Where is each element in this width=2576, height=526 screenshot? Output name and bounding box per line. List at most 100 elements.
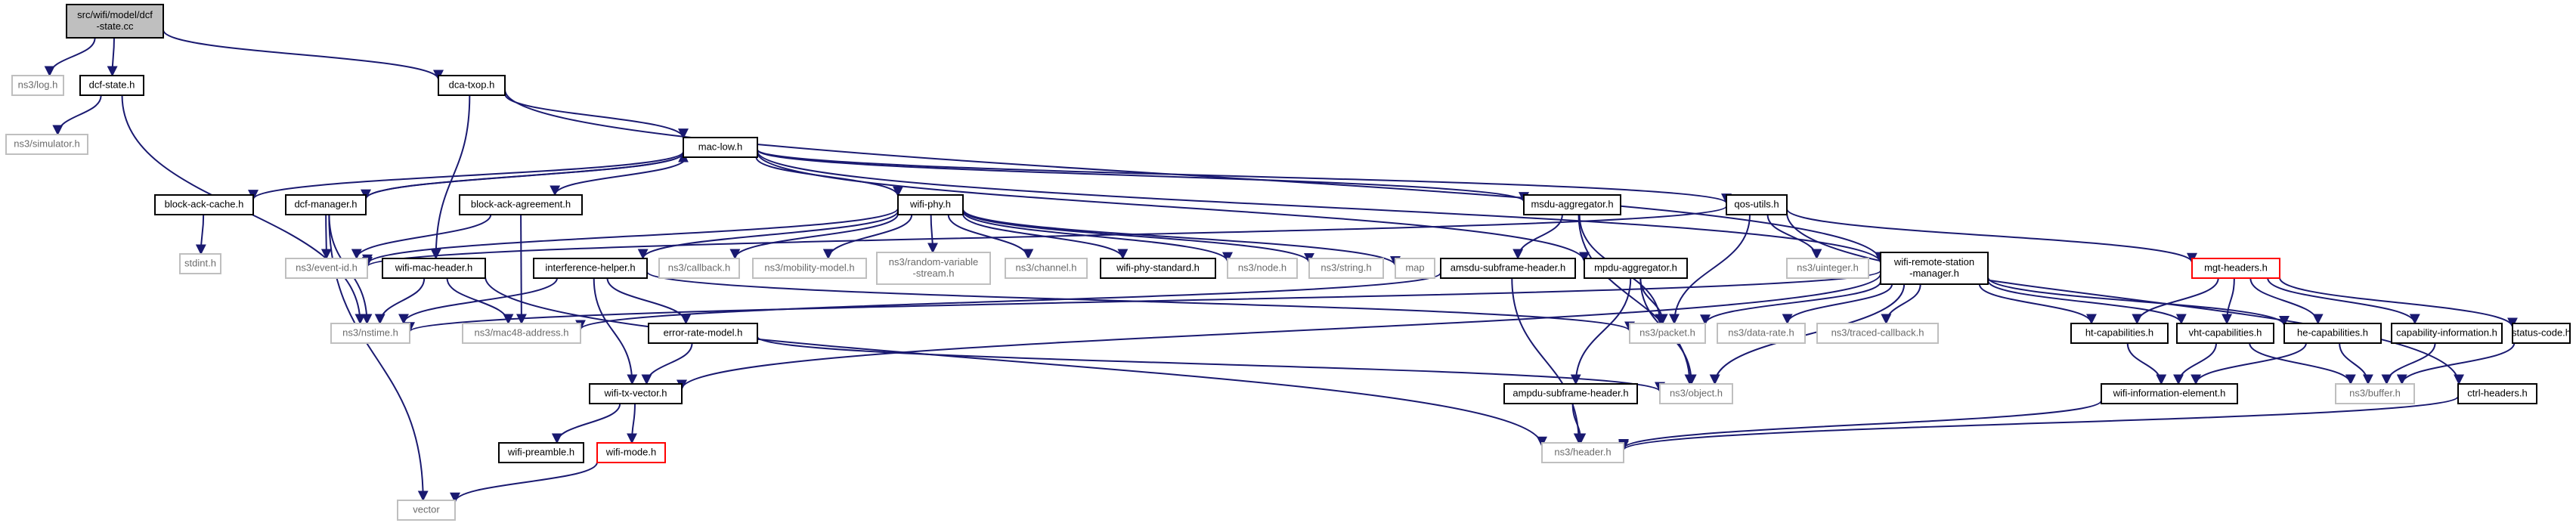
edge-errorratemodel-to-wifitxvector <box>641 342 693 385</box>
node-wifiinfoelement[interactable]: wifi-information-element.h <box>2101 383 2238 404</box>
edge-wifiremote-to-wifitxvector <box>677 273 1881 391</box>
node-box <box>79 75 144 96</box>
node-ampdusubframeheader[interactable]: ampdu-subframe-header.h <box>1503 383 1638 404</box>
node-label: -state.cc <box>96 20 134 32</box>
node-label: ns3/channel.h <box>1016 261 1077 273</box>
edge-dcfstate-to-simulator <box>52 94 102 136</box>
node-box <box>66 4 164 39</box>
edge-wifiphy-to-callback <box>729 213 899 260</box>
node-box <box>876 252 991 285</box>
edge-maclow-to-blockackagreement <box>550 156 687 196</box>
node-label: ns3/node.h <box>1238 261 1286 273</box>
node-label: -stream.h <box>913 268 955 279</box>
node-label: msdu-aggregator.h <box>1531 198 1613 209</box>
node-label: dcf-state.h <box>89 79 135 90</box>
edge-maclow-to-msduaggregator <box>757 149 1529 203</box>
node-label: vector <box>413 503 440 515</box>
node-qosutils[interactable]: qos-utils.h <box>1726 194 1788 215</box>
node-box <box>11 75 64 96</box>
edge-blockackagreement-to-mac48address <box>516 214 527 325</box>
node-box <box>2101 383 2238 404</box>
node-box <box>438 75 506 96</box>
node-box <box>589 383 683 404</box>
node-label: map <box>1405 261 1424 273</box>
edge-htcap-to-wifiinfoelement <box>2126 342 2167 385</box>
node-maclow[interactable]: mac-low.h <box>683 137 758 158</box>
node-statuscode[interactable]: status-code.h <box>2512 323 2571 344</box>
edge-wifiremote-to-vhtcap <box>1987 280 2187 325</box>
node-box <box>752 258 867 279</box>
node-blockackcache[interactable]: block-ack-cache.h <box>154 194 254 215</box>
node-datarate: ns3/data-rate.h <box>1717 323 1806 344</box>
node-htcap[interactable]: ht-capabilities.h <box>2070 323 2169 344</box>
node-label: ns3/nstime.h <box>342 326 398 338</box>
node-box <box>5 134 88 155</box>
node-capinfo[interactable]: capability-information.h <box>2391 323 2503 344</box>
node-label: -manager.h <box>1909 268 1959 279</box>
node-wifipreamble[interactable]: wifi-preamble.h <box>498 442 584 463</box>
node-wifimacheader[interactable]: wifi-mac-header.h <box>382 258 486 279</box>
edge-interferencehelper-to-errorratemodel <box>606 277 692 325</box>
edge-wifiremote-to-packet <box>1700 280 1881 326</box>
node-box <box>2283 323 2382 344</box>
node-label: ns3/mobility-model.h <box>764 261 854 273</box>
node-label: qos-utils.h <box>1734 198 1779 209</box>
node-label: stdint.h <box>184 257 216 268</box>
node-wifiphy[interactable]: wifi-phy.h <box>897 194 964 215</box>
node-label: ns3/string.h <box>1321 261 1371 273</box>
node-label: amsdu-subframe-header.h <box>1451 261 1565 273</box>
node-box <box>533 258 648 279</box>
edge-blockackcache-to-stdint <box>195 214 206 255</box>
node-box <box>1503 383 1638 404</box>
edge-amsdusubframeheader-to-mac48address <box>575 271 1441 331</box>
node-interferencehelper[interactable]: interference-helper.h <box>533 258 648 279</box>
node-wifimode[interactable]: wifi-mode.h <box>596 442 666 463</box>
edge-errorratemodel-to-object <box>757 336 1665 393</box>
node-callback: ns3/callback.h <box>658 258 740 279</box>
node-vhtcap[interactable]: vht-capabilities.h <box>2176 323 2274 344</box>
edge-wifiremote-to-hecap <box>1987 277 2290 326</box>
node-amsdusubframeheader[interactable]: amsdu-subframe-header.h <box>1440 258 1576 279</box>
node-label: status-code.h <box>2512 326 2571 338</box>
node-label: mgt-headers.h <box>2204 261 2268 273</box>
edge-wifiphy-to-string <box>962 209 1314 264</box>
node-label: block-ack-cache.h <box>165 198 244 209</box>
node-box <box>154 194 254 215</box>
node-hecap[interactable]: he-capabilities.h <box>2283 323 2382 344</box>
edge-qosutils-to-ctrlheaders <box>1786 212 2464 385</box>
node-label: dca-txop.h <box>449 79 495 90</box>
node-box <box>683 137 758 158</box>
node-packet: ns3/packet.h <box>1629 323 1706 344</box>
edge-amsdusubframeheader-to-header <box>1511 277 1584 444</box>
node-log: ns3/log.h <box>11 75 64 96</box>
node-mpduaggregator[interactable]: mpdu-aggregator.h <box>1584 258 1688 279</box>
node-box <box>658 258 740 279</box>
node-label: wifi-remote-station <box>1893 256 1974 268</box>
node-dcfstate[interactable]: dcf-state.h <box>79 75 144 96</box>
node-dcatxop[interactable]: dca-txop.h <box>438 75 506 96</box>
edge-maclow-to-blockackcache <box>248 150 684 201</box>
node-msduaggregator[interactable]: msdu-aggregator.h <box>1523 194 1621 215</box>
node-errorratemodel[interactable]: error-rate-model.h <box>648 323 758 344</box>
node-root[interactable]: src/wifi/model/dcf-state.cc <box>66 4 164 39</box>
node-wifiremote[interactable]: wifi-remote-station-manager.h <box>1880 252 1989 285</box>
node-label: ns3/log.h <box>18 79 58 90</box>
node-wifiphystandard[interactable]: wifi-phy-standard.h <box>1100 258 1216 279</box>
node-label: dcf-manager.h <box>294 198 357 209</box>
node-label: ns3/object.h <box>1670 387 1723 398</box>
node-mobilitymodel: ns3/mobility-model.h <box>752 258 867 279</box>
node-box <box>2070 323 2169 344</box>
node-label: ns3/callback.h <box>668 261 730 273</box>
edge-vhtcap-to-wifiinfoelement <box>2173 342 2217 385</box>
edge-wifiphy-to-mobilitymodel <box>822 214 913 260</box>
node-mgtheaders[interactable]: mgt-headers.h <box>2191 258 2280 279</box>
node-dcfmanager[interactable]: dcf-manager.h <box>285 194 367 215</box>
node-ctrlheaders[interactable]: ctrl-headers.h <box>2457 383 2537 404</box>
edge-wifitxvector-to-wifipreamble <box>551 403 621 444</box>
node-label: ns3/header.h <box>1554 446 1611 457</box>
edge-wifimacheader-to-header <box>485 276 1547 447</box>
node-wifitxvector[interactable]: wifi-tx-vector.h <box>589 383 683 404</box>
node-label: ns3/traced-callback.h <box>1831 326 1924 338</box>
node-blockackagreement[interactable]: block-ack-agreement.h <box>459 194 583 215</box>
